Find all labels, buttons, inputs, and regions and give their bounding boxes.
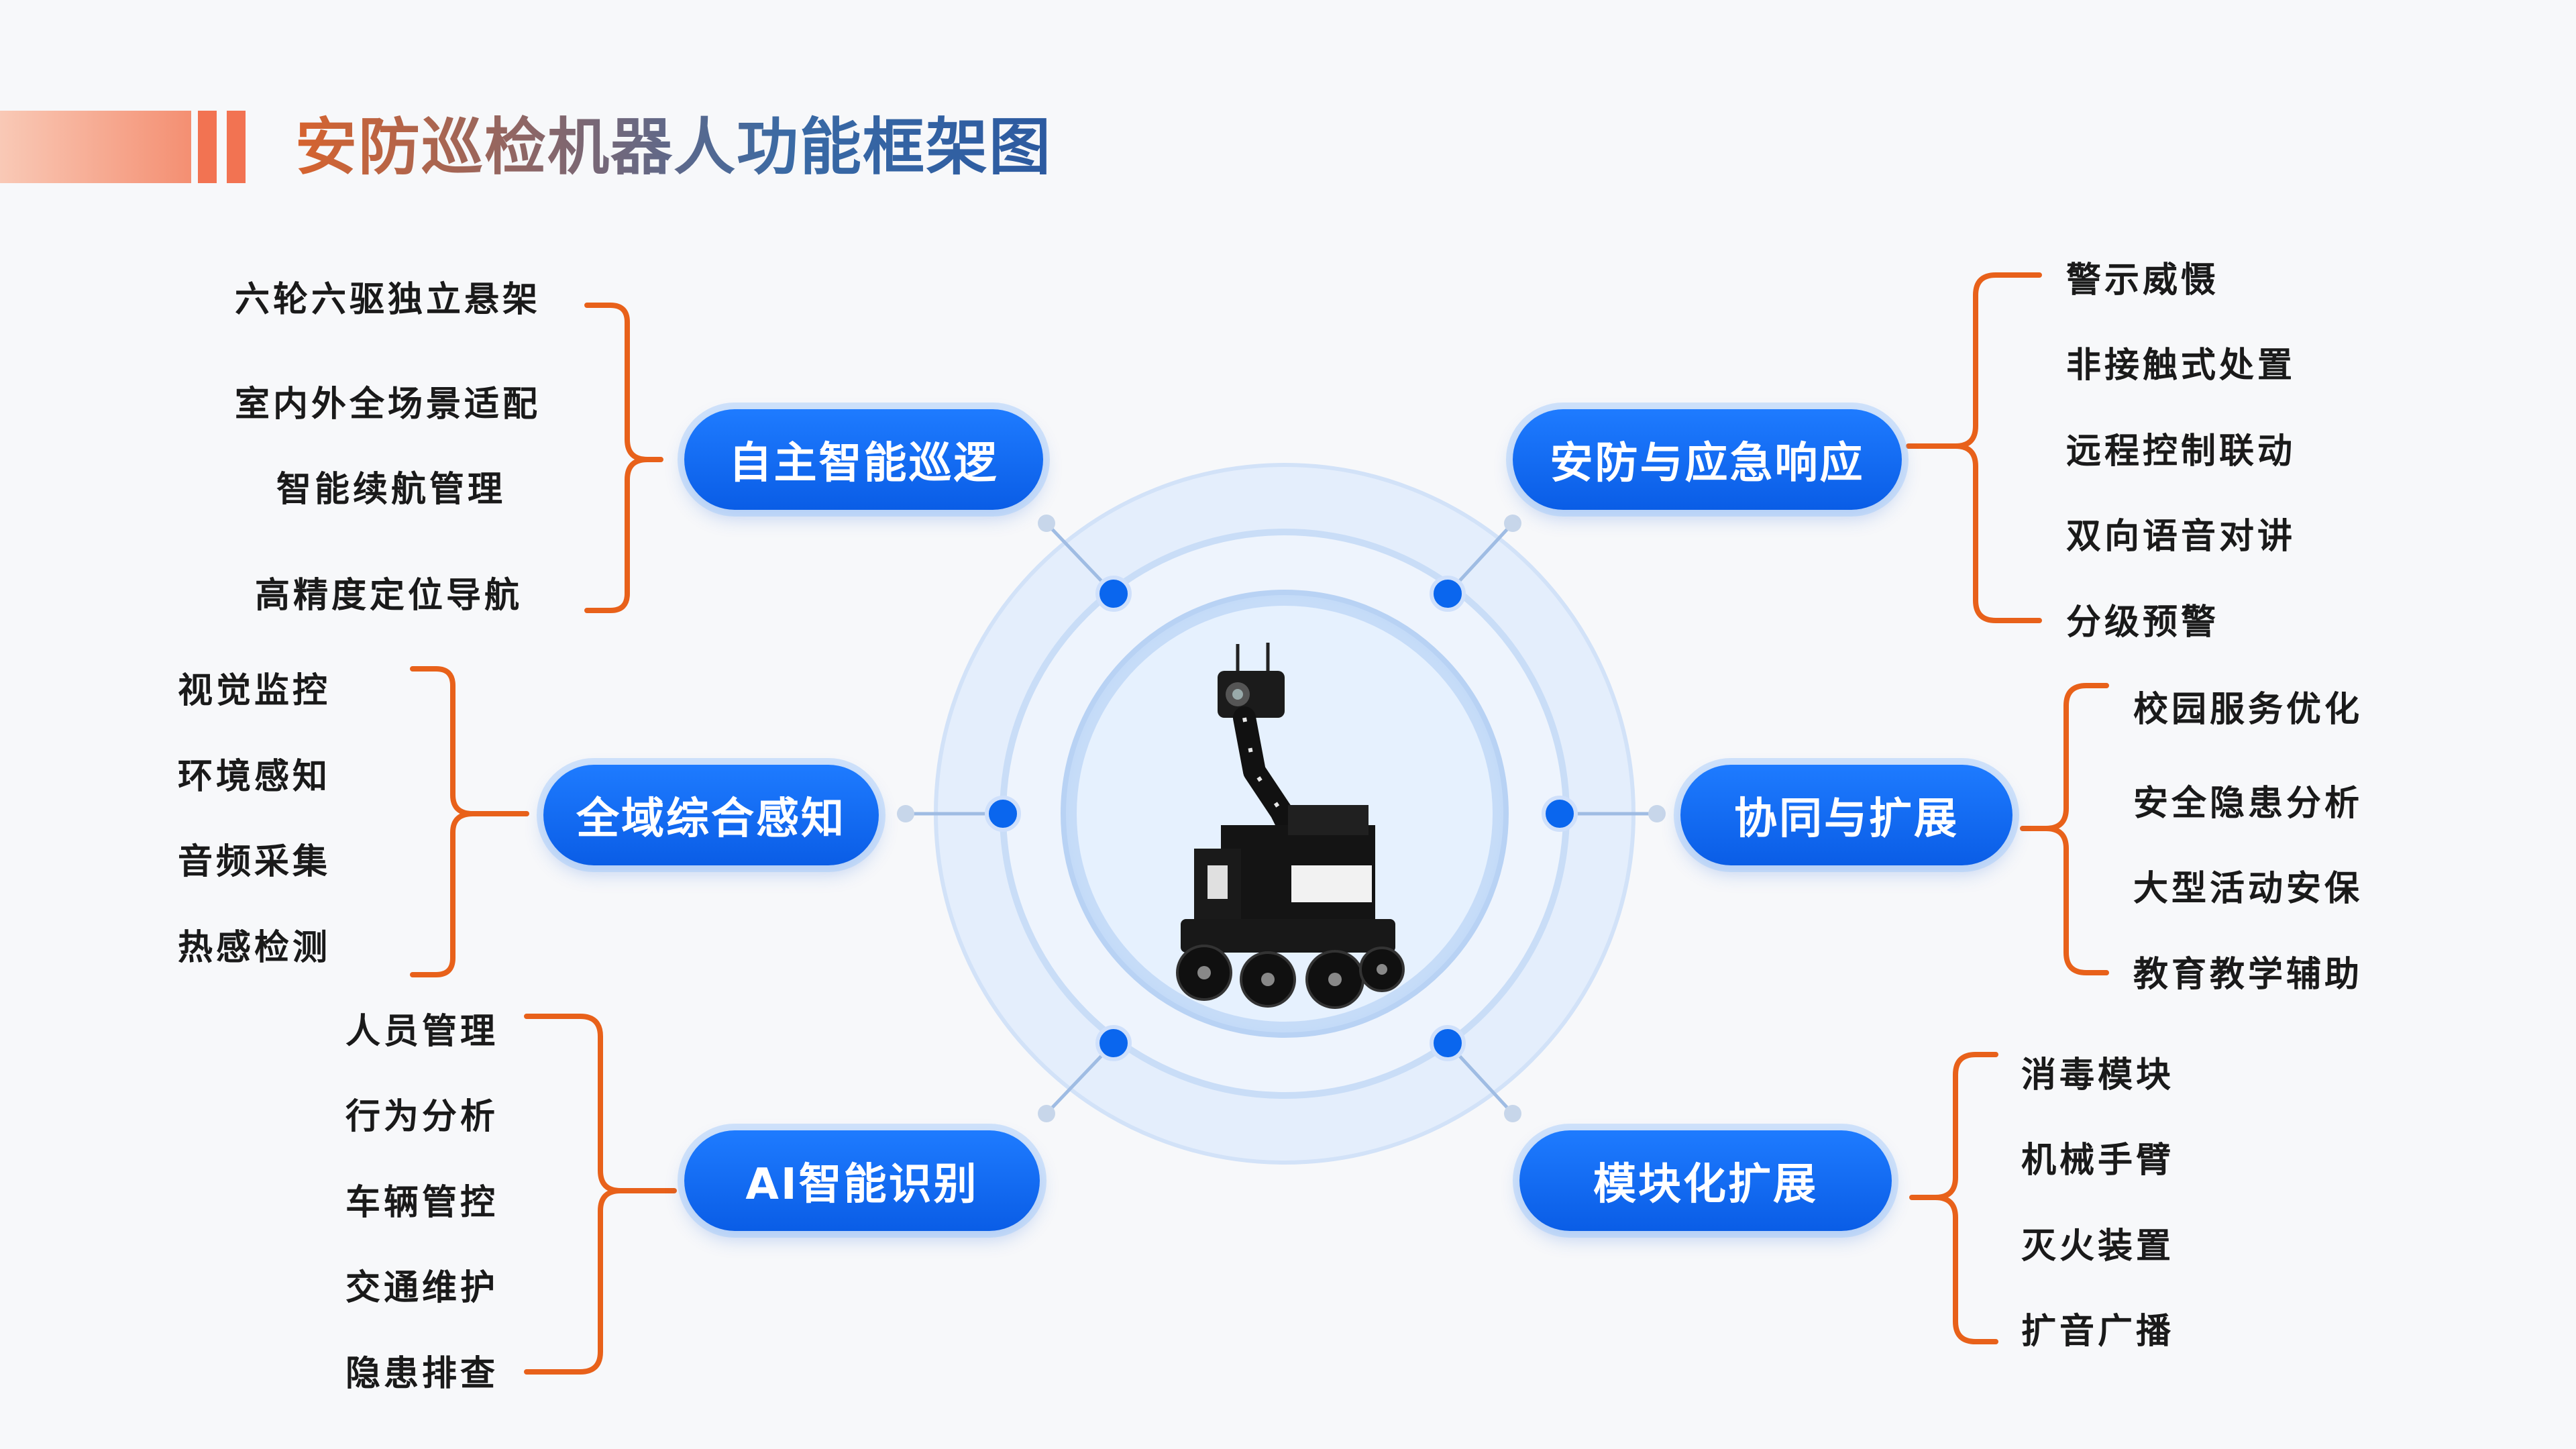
bracket-ai-recognition bbox=[524, 1014, 677, 1375]
ring-node bbox=[1542, 796, 1578, 832]
feature-item: 远程控制联动 bbox=[2066, 431, 2296, 472]
feature-item: 环境感知 bbox=[178, 757, 331, 797]
ring-node bbox=[1430, 1025, 1466, 1061]
spoke-end-dot bbox=[897, 805, 914, 822]
bracket-collaboration bbox=[2020, 683, 2109, 975]
module-modular-expansion[interactable]: 模块化扩展 bbox=[1519, 1130, 1892, 1231]
ring-node bbox=[1430, 576, 1466, 612]
spoke-end-dot bbox=[1504, 515, 1521, 532]
module-autonomous-patrol[interactable]: 自主智能巡逻 bbox=[684, 409, 1043, 510]
module-ai-recognition[interactable]: AI智能识别 bbox=[684, 1130, 1040, 1231]
bracket-perception bbox=[410, 666, 529, 977]
feature-item: 消毒模块 bbox=[2021, 1055, 2175, 1095]
feature-item: 非接触式处置 bbox=[2066, 345, 2296, 386]
feature-item: 灭火装置 bbox=[2021, 1226, 2175, 1267]
feature-item: 行为分析 bbox=[345, 1097, 499, 1137]
spoke-end-dot bbox=[1038, 515, 1055, 532]
spoke-end-dot bbox=[1504, 1105, 1521, 1122]
feature-item: 室内外全场景适配 bbox=[235, 384, 541, 425]
feature-item: 安全隐患分析 bbox=[2133, 784, 2363, 824]
module-collaboration[interactable]: 协同与扩展 bbox=[1680, 765, 2012, 865]
feature-item: 双向语音对讲 bbox=[2066, 517, 2296, 557]
feature-item: 人员管理 bbox=[345, 1012, 499, 1052]
feature-item: 六轮六驱独立悬架 bbox=[235, 280, 541, 320]
bracket-autonomous-patrol bbox=[584, 303, 663, 613]
feature-item: 校园服务优化 bbox=[2133, 690, 2363, 730]
feature-item: 教育教学辅助 bbox=[2133, 955, 2363, 995]
feature-item: 热感检测 bbox=[178, 928, 331, 968]
feature-item: 智能续航管理 bbox=[276, 470, 506, 510]
spoke-end-dot bbox=[1038, 1105, 1055, 1122]
feature-item: 警示威慑 bbox=[2066, 260, 2220, 301]
header-accent-stripe bbox=[198, 111, 217, 183]
feature-item: 大型活动安保 bbox=[2133, 869, 2363, 909]
robot-icon bbox=[1176, 643, 1405, 1009]
bracket-security-response bbox=[1906, 272, 2042, 623]
page-title: 安防巡检机器人功能框架图 bbox=[295, 107, 1052, 188]
feature-item: 车辆管控 bbox=[345, 1183, 499, 1223]
spoke-end-dot bbox=[1648, 805, 1666, 822]
feature-item: 高精度定位导航 bbox=[255, 576, 523, 616]
feature-item: 视觉监控 bbox=[178, 671, 331, 711]
bracket-modular-expansion bbox=[1909, 1052, 1998, 1344]
header-accent-bar bbox=[0, 111, 191, 183]
module-perception[interactable]: 全域综合感知 bbox=[543, 765, 879, 865]
header-accent-stripe bbox=[227, 111, 246, 183]
feature-item: 交通维护 bbox=[345, 1268, 499, 1308]
feature-item: 音频采集 bbox=[178, 842, 331, 882]
module-security-response[interactable]: 安防与应急响应 bbox=[1513, 409, 1902, 510]
feature-item: 机械手臂 bbox=[2021, 1140, 2175, 1181]
ring-node bbox=[1095, 576, 1132, 612]
feature-item: 隐患排查 bbox=[345, 1354, 499, 1394]
feature-item: 分级预警 bbox=[2066, 602, 2220, 643]
feature-item: 扩音广播 bbox=[2021, 1311, 2175, 1352]
ring-node bbox=[985, 796, 1021, 832]
ring-node bbox=[1095, 1025, 1132, 1061]
